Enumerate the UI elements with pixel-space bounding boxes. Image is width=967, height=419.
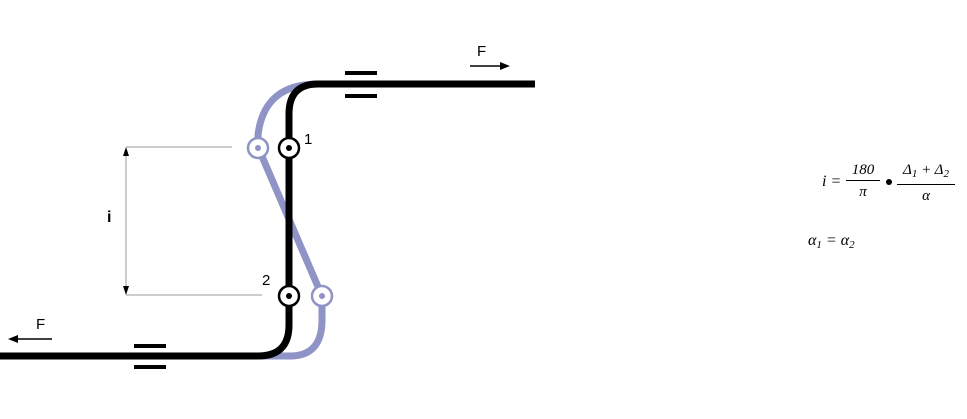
point-2-label: 2 — [262, 272, 270, 289]
clamp-bottom-lower — [134, 365, 166, 369]
dimension-arrow-down — [123, 286, 129, 295]
fraction-180-over-pi: 180 π — [846, 161, 880, 201]
deflected-path — [0, 80, 535, 360]
pivot-1 — [277, 136, 301, 160]
force-bottom-label: F — [36, 316, 45, 333]
clamp-top-lower — [345, 94, 377, 98]
formula-block: i = 180 π Δ1 + Δ2 α α1 = α2 — [800, 160, 960, 270]
force-top-arrow-head — [500, 62, 510, 70]
point-1-label: 1 — [304, 131, 312, 148]
pivot-2-deflected — [310, 284, 334, 308]
fraction-2-denominator: α — [922, 188, 930, 204]
multiply-dot — [886, 179, 892, 185]
force-top-label: F — [477, 43, 486, 60]
fraction-2-numerator: Δ1 + Δ2 — [903, 162, 949, 180]
formula-alpha-equality: α1 = α2 — [808, 232, 855, 251]
force-bottom-arrow-head — [8, 335, 18, 343]
main-path — [0, 80, 535, 360]
formula-lhs: i = — [822, 173, 842, 190]
dimension-label: i — [107, 209, 111, 226]
formula-main: i = 180 π Δ1 + Δ2 α — [822, 160, 962, 208]
clamp-bottom-upper — [134, 344, 166, 348]
fraction-1-denominator: π — [859, 184, 867, 200]
pivot-2 — [277, 284, 301, 308]
fraction-delta-over-alpha: Δ1 + Δ2 α — [897, 161, 955, 205]
dimension-arrow-up — [123, 147, 129, 156]
clamp-top-upper — [345, 71, 377, 75]
fraction-1-numerator: 180 — [851, 162, 875, 178]
pivot-1-deflected — [246, 136, 270, 160]
